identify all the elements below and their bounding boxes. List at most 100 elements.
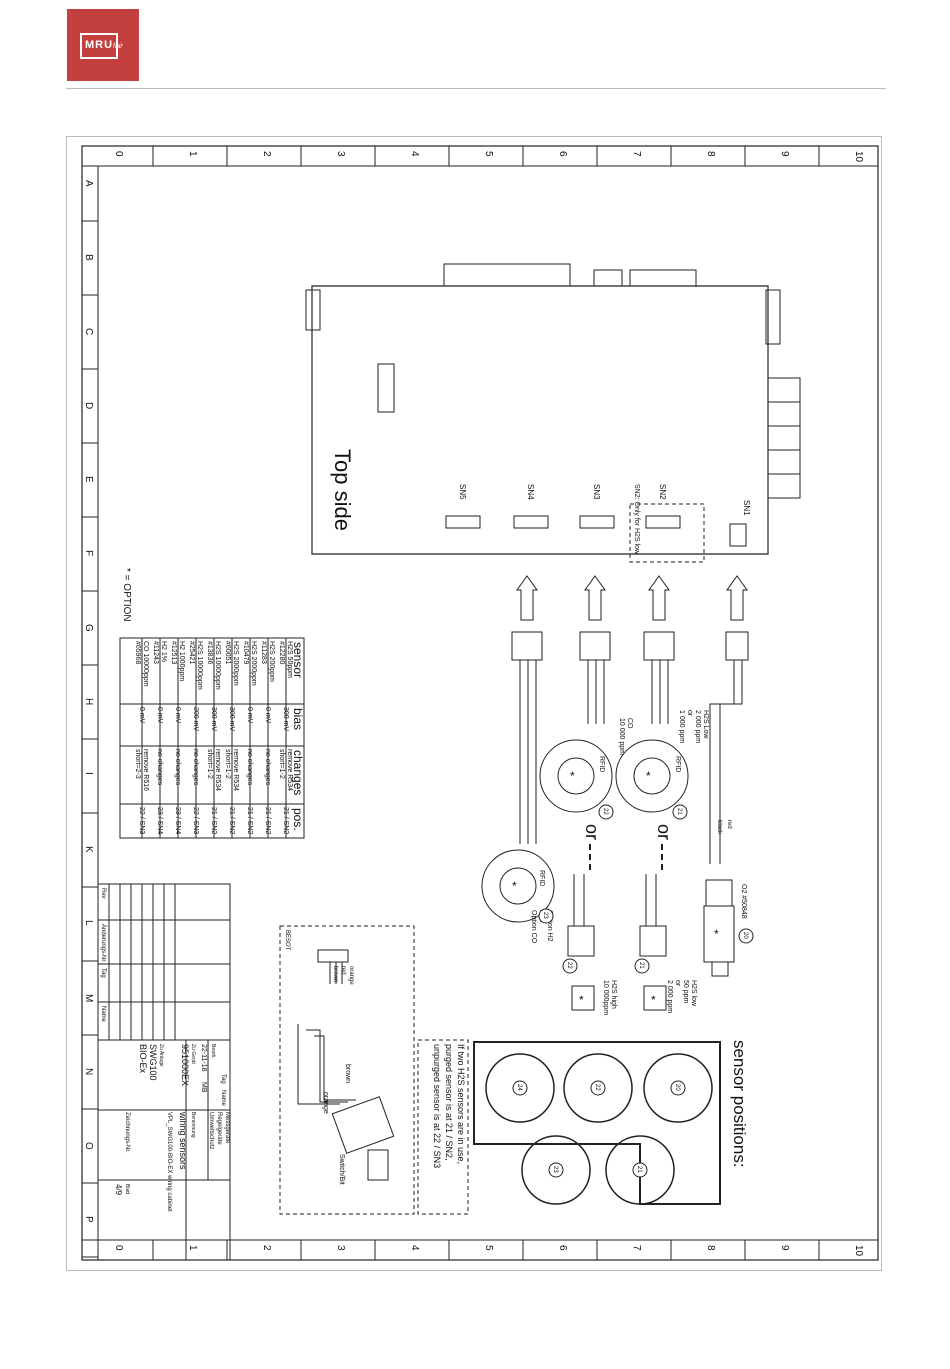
grid-col-label: 7 — [631, 1245, 642, 1251]
h2s-low-star: * — [651, 993, 656, 1007]
badge-label: 21 — [676, 808, 682, 815]
grid-col-label: 9 — [779, 151, 790, 157]
table-header-3: pos. — [291, 808, 305, 831]
badge-circle — [738, 928, 754, 944]
badge-label: 23 — [542, 912, 548, 919]
detail-switch-tab — [367, 1149, 389, 1181]
position-badge — [632, 1162, 648, 1178]
table-cell: 0 mV — [138, 707, 145, 724]
table-cell: #60051 — [224, 641, 231, 664]
grid-col-label: 8 — [705, 1245, 716, 1251]
position-circle — [521, 1135, 591, 1205]
title-sheet-label: Blatt — [124, 1184, 130, 1195]
title-desc-line: VPL_SWG100-BIO-EX wiring cabinet — [166, 1112, 172, 1212]
top-connector-mid — [629, 269, 697, 287]
co-sensor-inner — [557, 757, 595, 795]
or-label-1: or — [582, 824, 602, 840]
ic-component — [377, 363, 395, 413]
positions-note-line: purged sensor is at 21 / SN2, — [444, 1044, 454, 1161]
connector-detail: BESOT orangeredbrownbrownorangeSwitch/Bi… — [279, 925, 415, 1215]
title-date-label: Bearb. — [210, 1044, 216, 1059]
table-cell: 0 mV — [174, 707, 181, 724]
header-rule — [66, 88, 886, 89]
h2s-high-right-line: H2S high — [610, 980, 617, 1009]
table-cell: H2S 2000ppm — [232, 641, 239, 686]
slot-label-sn1: SN1 — [742, 500, 751, 516]
wires-sn2 — [651, 660, 669, 724]
title-device-line: SWG100 — [148, 1044, 158, 1081]
slot-sn2 — [645, 515, 681, 529]
company-logo: MRU fair — [67, 9, 139, 81]
table-cell: #13836 — [206, 641, 213, 664]
co-sensor-star: * — [570, 769, 575, 783]
top-connector-long — [443, 263, 571, 287]
table-cell: 0 mV — [246, 707, 253, 724]
option-label-line: Option CO — [530, 910, 537, 944]
grid-col-label: 5 — [483, 151, 494, 157]
table-cell: short=1-2 — [278, 749, 285, 779]
detail-frame — [279, 925, 415, 1215]
title-name: MB — [200, 1082, 207, 1093]
grid-col-label: 6 — [557, 151, 568, 157]
option-note: * = OPTION — [121, 568, 132, 622]
grid-col-label: 9 — [779, 1245, 790, 1251]
table-cell: remove R534 — [286, 749, 293, 791]
co-label-line: 10 000 ppm — [618, 718, 625, 755]
badge-circle — [562, 958, 578, 974]
positions-note-line: If two H2S sensors are in use, — [456, 1044, 466, 1164]
position-circle — [485, 1053, 555, 1123]
table-cell: short=2-3 — [134, 749, 141, 779]
conn-sn2 — [643, 631, 675, 661]
table-cell: 200 mV — [192, 707, 199, 731]
detail-label-switch: Switch/Bit — [338, 1154, 345, 1185]
positions-note-box — [417, 1039, 469, 1215]
grid-row-label: F — [83, 550, 94, 556]
position-circle — [643, 1053, 713, 1123]
detail-frame-label: BESOT — [284, 930, 290, 951]
slot-label-sn4: SN4 — [526, 484, 535, 500]
h2s-high-star: * — [579, 993, 584, 1007]
grid-row-label: G — [83, 624, 94, 632]
title-desc-line: wiring sensors — [178, 1111, 188, 1170]
table-header-2: changes — [291, 750, 305, 795]
table-cell: 0 mV — [156, 707, 163, 724]
option-sensor-outer — [481, 849, 555, 923]
table-cell: no changes — [156, 749, 163, 786]
conn-sn4 — [511, 631, 543, 661]
title-col-header: Name — [100, 1006, 106, 1023]
title-desc-label: Benennung — [190, 1112, 196, 1138]
grid-row-label: D — [83, 402, 94, 409]
table-cell: 21 / SN2 — [210, 807, 217, 834]
position-label: 24 — [516, 1084, 522, 1091]
table-header-0: sensor — [291, 642, 305, 678]
h2s-sensor-outer — [615, 739, 689, 813]
detail-wire-label: red — [340, 966, 346, 975]
table-cell: 300 mV — [228, 707, 235, 731]
left-connector — [305, 289, 321, 331]
badge-label: 21 — [638, 962, 644, 969]
title-drawing-no: 951000EX — [180, 1044, 190, 1086]
option-sensor-star: * — [512, 879, 517, 893]
table-cell: H2 1000ppm — [178, 641, 185, 681]
title-device-line: BIO-Ex — [138, 1044, 148, 1074]
h2s-low-conn — [639, 925, 667, 957]
table-cell: 22 / SN3 — [138, 807, 145, 834]
positions-title: sensor positions: — [730, 1040, 749, 1168]
positions-note-line: unpurged sensor is at 22 / SN3 — [432, 1044, 442, 1168]
h2s-low-right-line: 50 ppm — [682, 980, 689, 1004]
grid-row-label: C — [83, 328, 94, 335]
h2s-high-right-line: 10 000ppm — [602, 980, 609, 1015]
board-title: Top side — [330, 449, 355, 531]
wire-red-label: red — [726, 820, 732, 829]
top-connector-small — [593, 269, 623, 287]
h2s-high-sensor — [571, 985, 595, 1011]
detail-label-brown: brown — [344, 1064, 351, 1083]
top-grid-band — [81, 145, 879, 167]
